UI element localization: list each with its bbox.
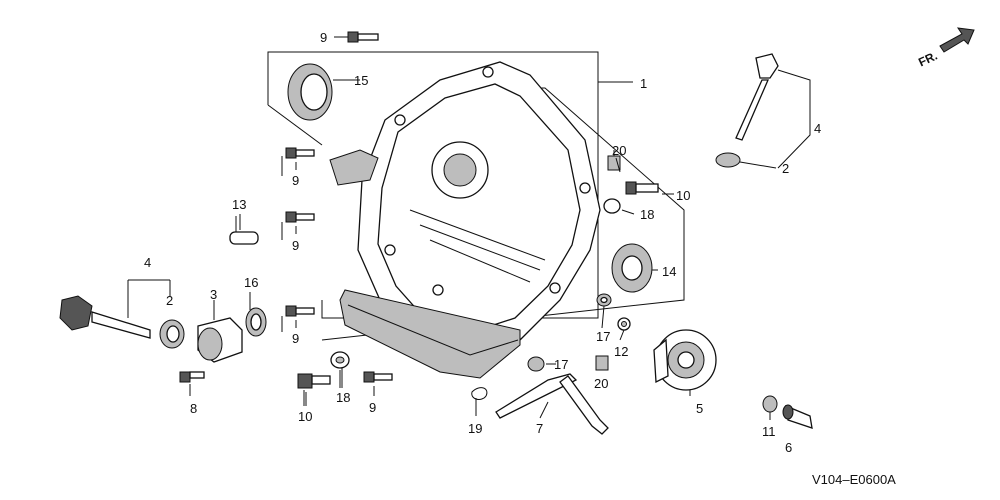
- callout-17-right: 17: [596, 329, 610, 344]
- figure-reference: V104–E0600A: [812, 472, 896, 487]
- callout-9-left1: 9: [292, 173, 299, 188]
- callout-18-bottom: 18: [336, 390, 350, 405]
- callout-20-bottom: 20: [594, 376, 608, 391]
- callout-10-right: 10: [676, 188, 690, 203]
- callout-9-top: 9: [320, 30, 327, 45]
- callout-2-right: 2: [782, 161, 789, 176]
- callout-10-bottom: 10: [298, 409, 312, 424]
- callout-12: 12: [614, 344, 628, 359]
- nut-17-right: [596, 293, 612, 307]
- dowel-20-top: [607, 150, 621, 171]
- bearing: [611, 243, 658, 293]
- callout-15: 15: [354, 73, 368, 88]
- dipstick-right: [715, 53, 811, 169]
- callout-2-left: 2: [166, 293, 173, 308]
- bolt-bottom: [363, 371, 393, 396]
- washer-12: [617, 317, 631, 331]
- callout-4-left: 4: [144, 255, 151, 270]
- crankcase-cover: [329, 61, 601, 379]
- flange-bolt-bottom: [297, 351, 350, 406]
- bolt-top: [334, 31, 379, 43]
- governor-shaft: [762, 395, 813, 429]
- callout-9-bottom: 9: [369, 400, 376, 415]
- flange-bolt-right: [603, 181, 674, 215]
- callout-1: 1: [640, 76, 647, 91]
- callout-9-left2: 9: [292, 238, 299, 253]
- oil-filler-cap-left: [59, 279, 185, 349]
- dowel-pin: [229, 214, 259, 245]
- callout-17-bottom: 17: [554, 357, 568, 372]
- callout-13: 13: [232, 197, 246, 212]
- callout-4-right: 4: [814, 121, 821, 136]
- callout-16: 16: [244, 275, 258, 290]
- direction-label: FR.: [916, 49, 939, 70]
- bolt-left-2: [285, 211, 315, 234]
- nut-17-bottom: [527, 356, 556, 372]
- governor-arm: [471, 373, 609, 435]
- callout-11: 11: [762, 424, 776, 439]
- callout-7: 7: [536, 421, 543, 436]
- callout-6: 6: [785, 440, 792, 455]
- callout-3: 3: [210, 287, 217, 302]
- oil-drain-assembly: [179, 307, 267, 396]
- callout-9-left3: 9: [292, 331, 299, 346]
- callout-18-right: 18: [640, 207, 654, 222]
- callout-14: 14: [662, 264, 676, 279]
- governor-gear: [653, 329, 717, 391]
- callout-5: 5: [696, 401, 703, 416]
- callout-8: 8: [190, 401, 197, 416]
- bolt-left-1: [285, 147, 315, 170]
- leader-lines: [213, 156, 771, 420]
- oil-seal: [287, 63, 360, 121]
- callout-20-top: 20: [612, 143, 626, 158]
- callout-labels: 1 2 2 3 4 4 5 6 7 8 9 9 9 9 9 10 10 11 1…: [144, 30, 940, 487]
- front-direction-arrow: [939, 27, 975, 53]
- callout-19: 19: [468, 421, 482, 436]
- bolt-left-3: [285, 305, 315, 328]
- dowel-20-bottom: [595, 355, 609, 371]
